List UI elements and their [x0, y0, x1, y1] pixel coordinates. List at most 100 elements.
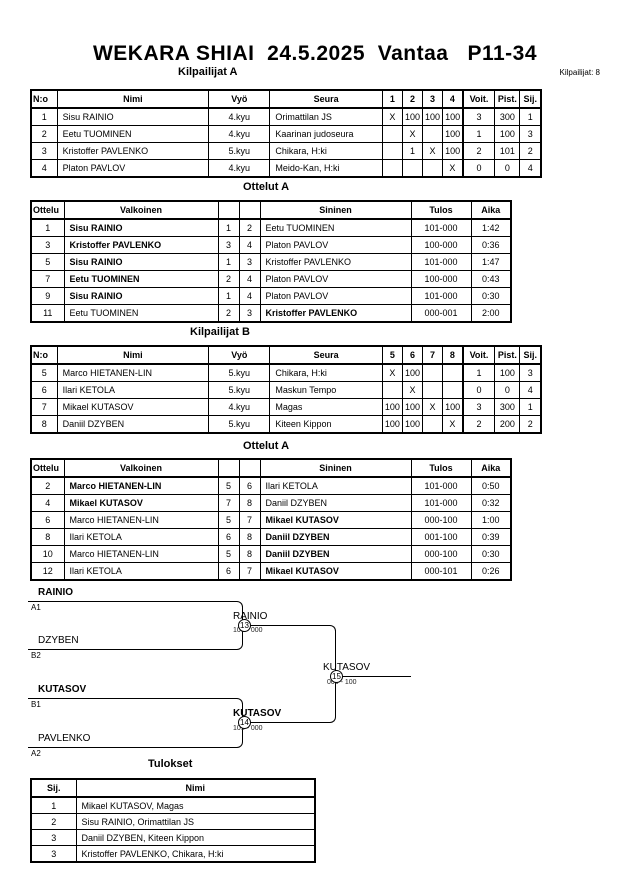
- cell-blue-name: Ilari KETOLA: [259, 476, 412, 495]
- cell-blue-name: Daniil DZYBEN: [259, 494, 412, 512]
- cell-blue-no: 4: [238, 236, 261, 254]
- cell-blue-no: 3: [238, 253, 261, 271]
- cell-matrix: 100: [401, 363, 424, 382]
- bracket-line: [28, 747, 216, 748]
- bracket-score: 000 - 100: [327, 679, 357, 686]
- cell-club: Kaarinan judoseura: [269, 125, 383, 143]
- cell-name: Mikael KUTASOV, Magas: [75, 796, 316, 814]
- col-header-time: Aika: [470, 200, 512, 220]
- table-row: 4 Mikael KUTASOV 7 8 Daniil DZYBEN 101-0…: [30, 494, 512, 512]
- cell-time: 1:00: [470, 511, 512, 529]
- cell-place: 3: [519, 363, 542, 382]
- col-header-points: Pist.: [494, 89, 521, 109]
- cell-belt: 5.kyu: [208, 142, 271, 160]
- cell-club: Orimattilan JS: [269, 107, 383, 126]
- cell-no: 3: [30, 142, 58, 160]
- col-header-m8: 8: [442, 345, 464, 365]
- cell-club: Chikara, H:ki: [269, 142, 383, 160]
- cell-matrix: X: [381, 363, 403, 382]
- bracket-winner-line: [250, 625, 336, 677]
- cell-white-no: 3: [217, 236, 240, 254]
- cell-wins: 2: [461, 142, 496, 160]
- cell-white-name: Sisu RAINIO: [63, 218, 219, 237]
- bracket-winner-name: RAINIO: [233, 611, 268, 622]
- bracket-seed-name: DZYBEN: [38, 635, 79, 646]
- col-header-no: N:o: [30, 89, 58, 109]
- col-header-belt: Vyö: [208, 89, 271, 109]
- cell-blue-no: 3: [238, 304, 261, 323]
- col-header-club: Seura: [269, 345, 383, 365]
- col-header-m6: 6: [401, 345, 424, 365]
- cell-place: 2: [519, 142, 542, 160]
- bracket-line: [28, 649, 216, 650]
- col-header-result: Tulos: [410, 458, 472, 478]
- cell-wins: 3: [461, 398, 496, 416]
- cell-matrix: [442, 363, 464, 382]
- cell-result: 001-100: [410, 528, 472, 546]
- cell-wins: 3: [461, 107, 496, 126]
- col-header-m4: 4: [442, 89, 464, 109]
- col-header-white: Valkoinen: [63, 200, 219, 220]
- cell-match-no: 2: [30, 476, 65, 495]
- col-header-name: Nimi: [56, 89, 210, 109]
- cell-club: Magas: [269, 398, 383, 416]
- cell-matrix: [381, 125, 403, 143]
- section-title-results: Tulokset: [148, 758, 193, 770]
- cell-result: 101-000: [410, 253, 472, 271]
- cell-match-no: 5: [30, 253, 65, 271]
- cell-matrix: [442, 381, 464, 399]
- cell-no: 6: [30, 381, 58, 399]
- cell-blue-no: 8: [238, 528, 261, 546]
- cell-white-name: Sisu RAINIO: [63, 253, 219, 271]
- col-header-place: Sij.: [519, 89, 542, 109]
- cell-matrix: X: [401, 125, 424, 143]
- cell-matrix: X: [381, 107, 403, 126]
- cell-white-name: Kristoffer PAVLENKO: [63, 236, 219, 254]
- col-header-time: Aika: [470, 458, 512, 478]
- cell-white-name: Marco HIETANEN-LIN: [63, 476, 219, 495]
- cell-matrix: 100: [401, 415, 424, 434]
- section-title-pool-b: Kilpailijat B: [190, 326, 250, 338]
- matches-a-table: Ottelu Valkoinen Sininen Tulos Aika 1 Si…: [30, 200, 512, 323]
- cell-white-no: 6: [217, 562, 240, 581]
- cell-result: 000-100: [410, 511, 472, 529]
- cell-belt: 4.kyu: [208, 159, 271, 178]
- cell-blue-no: 4: [238, 287, 261, 305]
- cell-blue-no: 4: [238, 270, 261, 288]
- cell-blue-no: 8: [238, 494, 261, 512]
- bracket-seed-label: B2: [31, 651, 41, 660]
- cell-result: 000-101: [410, 562, 472, 581]
- cell-white-name: Sisu RAINIO: [63, 287, 219, 305]
- col-header-place: Sij.: [30, 778, 77, 798]
- cell-white-name: Ilari KETOLA: [63, 528, 219, 546]
- cell-name: Daniil DZYBEN: [56, 415, 210, 434]
- table-row: 1 Sisu RAINIO 4.kyu Orimattilan JS X 100…: [30, 107, 542, 126]
- bracket-seed-name: PAVLENKO: [38, 733, 91, 744]
- cell-name: Sisu RAINIO, Orimattilan JS: [75, 813, 316, 830]
- bracket-seed-name: RAINIO: [38, 587, 73, 598]
- table-row: 12 Ilari KETOLA 6 7 Mikael KUTASOV 000-1…: [30, 562, 512, 581]
- cell-matrix: [401, 159, 424, 178]
- cell-time: 0:30: [470, 545, 512, 563]
- cell-blue-name: Daniil DZYBEN: [259, 528, 412, 546]
- bracket-seed-name: KUTASOV: [38, 684, 87, 695]
- cell-match-no: 4: [30, 494, 65, 512]
- bracket-winner-line: [337, 676, 411, 677]
- cell-no: 7: [30, 398, 58, 416]
- cell-time: 0:26: [470, 562, 512, 581]
- col-header-bn: [238, 200, 261, 220]
- cell-blue-name: Platon PAVLOV: [259, 270, 412, 288]
- table-header-row: N:o Nimi Vyö Seura 5 6 7 8 Voit. Pist. S…: [30, 345, 542, 365]
- table-row: 2 Sisu RAINIO, Orimattilan JS: [30, 813, 316, 830]
- cell-points: 0: [494, 159, 521, 178]
- table-row: 7 Mikael KUTASOV 4.kyu Magas 100 100 X 1…: [30, 398, 542, 416]
- cell-white-no: 6: [217, 528, 240, 546]
- cell-place: 3: [30, 829, 77, 846]
- bracket-seed-label: A2: [31, 749, 41, 758]
- page-title: WEKARA SHIAI 24.5.2025 Vantaa P11-34: [92, 42, 538, 65]
- cell-points: 0: [494, 381, 521, 399]
- col-header-blue: Sininen: [259, 200, 412, 220]
- col-header-m5: 5: [381, 345, 403, 365]
- cell-matrix: X: [442, 159, 464, 178]
- cell-name: Mikael KUTASOV: [56, 398, 210, 416]
